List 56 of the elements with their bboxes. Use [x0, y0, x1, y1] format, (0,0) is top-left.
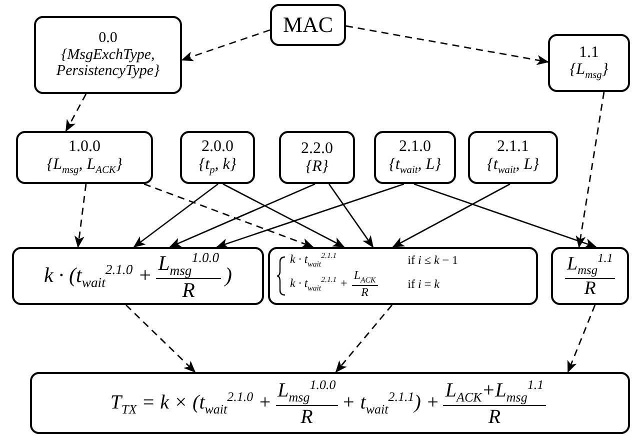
arrow	[335, 304, 393, 373]
arrow	[567, 304, 596, 373]
fraction-denominator: R	[300, 406, 313, 428]
fraction-denominator: R	[584, 278, 596, 300]
math-text: if i ≤ k − 1	[408, 254, 458, 268]
node-number: 2.1.0	[399, 138, 431, 156]
fraction-numerator: L$_{ACK}$	[352, 269, 378, 286]
node-number: 2.2.0	[301, 140, 333, 158]
math-text: {MsgExchType, PersistencyType}	[55, 46, 161, 80]
math-text: {R}	[306, 158, 328, 176]
process-box	[16, 131, 153, 184]
arrow	[216, 183, 404, 248]
math-text: T$_{TX}$ = k × (t$_{wait}$$^{2.1.0}$ +	[110, 390, 272, 416]
node-number: 2.1.1	[497, 138, 529, 156]
node-number: 2.0.0	[202, 138, 234, 156]
process-box	[34, 16, 182, 94]
math-text: {t$_{wait}$, L}	[388, 156, 442, 177]
result-box	[30, 372, 630, 434]
process-box	[468, 131, 558, 184]
arrow	[126, 304, 196, 373]
arrow	[414, 183, 597, 248]
arrow	[576, 92, 605, 248]
arrow	[169, 183, 316, 248]
math-text: )	[225, 264, 232, 288]
fraction-denominator: R	[488, 406, 501, 428]
process-box	[180, 131, 255, 184]
arrow	[133, 183, 218, 248]
process-box	[374, 131, 456, 184]
arrow	[222, 183, 345, 248]
math-text: k · t$_{wait}$$^{2.1.1}$ +	[290, 276, 348, 293]
fraction-denominator: R	[182, 279, 195, 302]
arrow	[65, 94, 87, 132]
process-box	[548, 34, 630, 92]
process-box	[279, 131, 355, 184]
math-text: if i = k	[408, 278, 440, 292]
math-text: {L$_{msg}$, L$_{ACK}$}	[46, 156, 122, 177]
math-text: MAC	[282, 12, 334, 38]
node-number: 1.1	[579, 44, 599, 62]
process-box	[270, 4, 346, 46]
math-text: + t$_{wait}$$^{2.1.1}$) +	[342, 390, 440, 416]
arrow	[346, 25, 549, 65]
math-text: {t$_{wait}$, L}	[486, 156, 540, 177]
formula-box	[268, 247, 538, 305]
node-number: 0.0	[98, 30, 118, 47]
fraction-denominator: R	[361, 286, 368, 300]
math-text: k · (t$_{wait}$$^{2.1.0}$ +	[44, 262, 152, 290]
arrow	[328, 184, 374, 248]
math-text: {t$_{p}$, k}	[198, 156, 236, 177]
math-text: {L$_{msg}$}	[570, 61, 608, 82]
formula-box	[551, 247, 629, 305]
arrow	[392, 183, 510, 248]
arrow	[74, 184, 87, 248]
node-number: 1.0.0	[68, 138, 100, 156]
arrow	[144, 183, 314, 248]
arrow	[181, 29, 270, 62]
formula-box	[12, 247, 264, 305]
